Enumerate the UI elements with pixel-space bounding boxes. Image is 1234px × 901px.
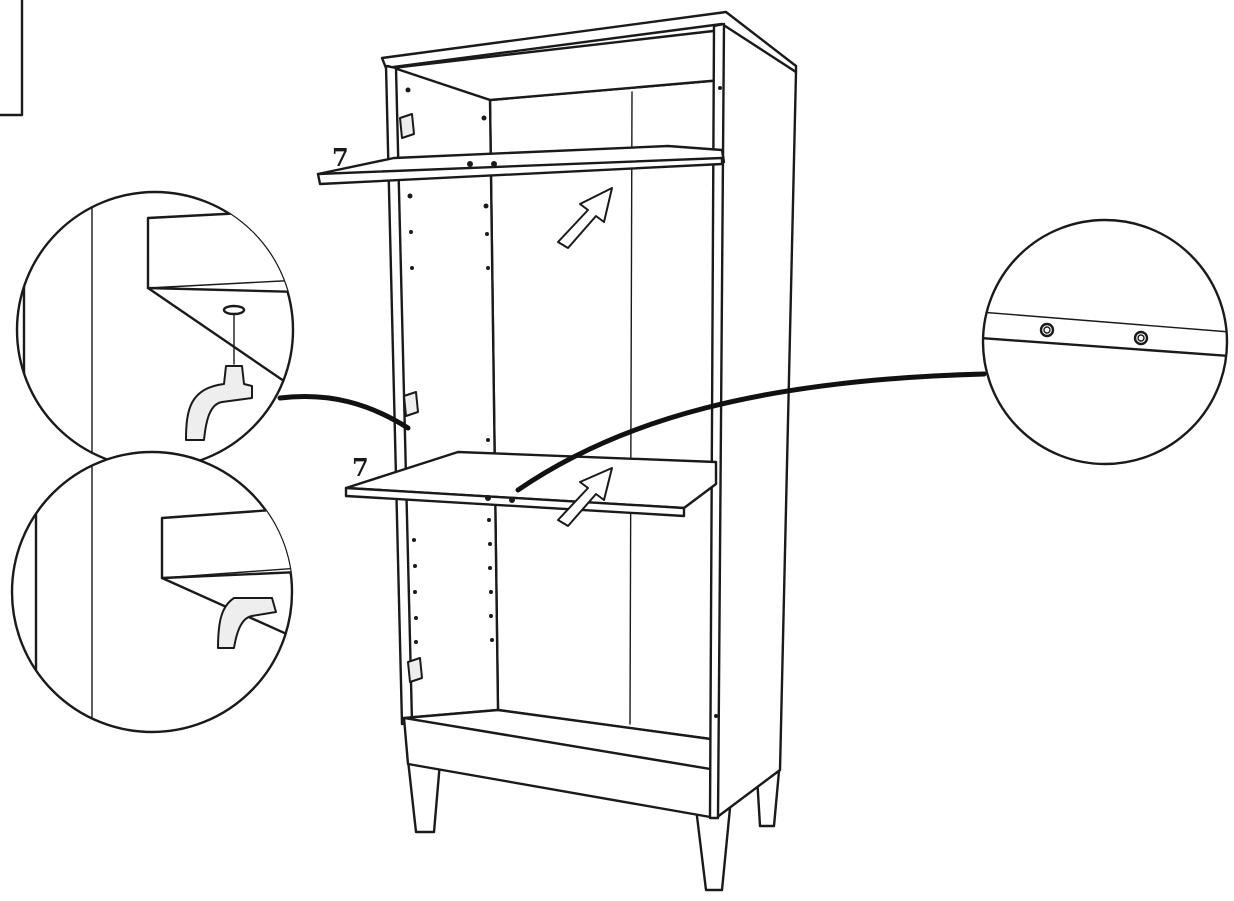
- insert-arrow-lower: [557, 467, 613, 527]
- upper-shelf: [316, 144, 726, 186]
- hinge-plates: [399, 113, 423, 683]
- lower-shelf-part-label: 7: [352, 453, 369, 482]
- right-side-front-edge: [708, 22, 726, 820]
- page-corner-frame: [0, 0, 24, 117]
- lower-shelf-front-edge: [344, 486, 686, 518]
- leader-line-left: [277, 393, 411, 431]
- upper-shelf-front-edge: [316, 156, 724, 186]
- insert-arrow-upper: [557, 187, 613, 249]
- back-panel-seam: [629, 91, 633, 725]
- shelf-hole-row-left: [405, 86, 722, 718]
- leg-front-left: [406, 758, 442, 834]
- callout-shelf-holes: [981, 218, 1229, 466]
- hinge-plate-middle: [403, 391, 419, 417]
- upper-shelf-part-label: 7: [332, 143, 349, 172]
- cabinet: [316, 10, 798, 892]
- shelf-support-fitted-icon: [217, 597, 277, 649]
- shelf-support-peg-icon: [185, 365, 253, 441]
- callout-peg-inserting: [15, 190, 295, 470]
- hinge-plate-top: [399, 113, 415, 139]
- right-side-panel: [714, 18, 798, 820]
- callout-peg-fitted: [10, 450, 294, 734]
- leader-line-right: [515, 371, 987, 493]
- back-panel: [488, 78, 724, 742]
- leg-front-right: [694, 806, 732, 892]
- shelf-hole-icon: [1039, 322, 1055, 338]
- hinge-plate-bottom: [407, 657, 423, 683]
